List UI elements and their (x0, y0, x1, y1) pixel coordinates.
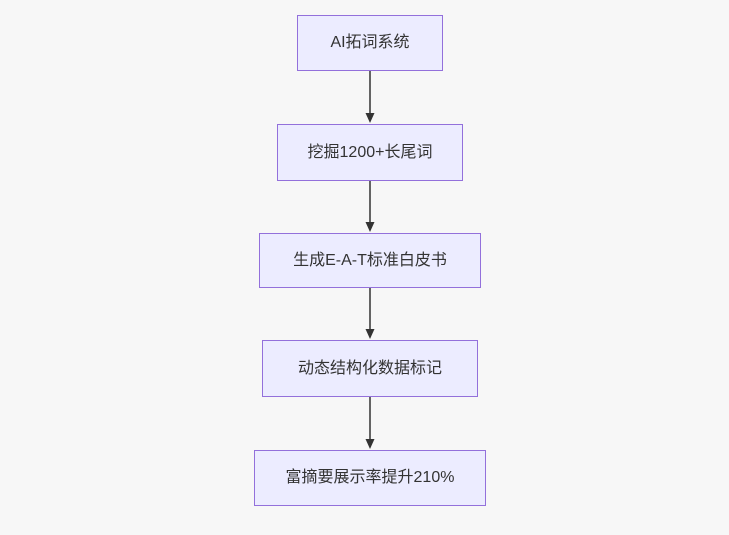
flow-node-label: 生成E-A-T标准白皮书 (293, 251, 447, 269)
arrow-n2-n3 (365, 181, 375, 232)
flow-node-structured-data-markup: 动态结构化数据标记 (262, 340, 478, 397)
flow-node-rich-snippet-rate: 富摘要展示率提升210% (254, 450, 486, 506)
arrow-n1-n2 (365, 71, 375, 123)
flow-node-mine-longtail-words: 挖掘1200+长尾词 (277, 124, 463, 181)
flow-node-eat-whitepaper: 生成E-A-T标准白皮书 (259, 233, 481, 288)
arrow-n4-n5 (365, 397, 375, 449)
flow-node-label: 动态结构化数据标记 (297, 359, 442, 377)
flow-node-label: 富摘要展示率提升210% (285, 469, 455, 486)
flow-node-label: AI拓词系统 (330, 34, 410, 51)
arrow-n3-n4 (365, 288, 375, 339)
flow-node-ai-word-system: AI拓词系统 (297, 15, 443, 71)
flow-node-label: 挖掘1200+长尾词 (307, 143, 433, 161)
